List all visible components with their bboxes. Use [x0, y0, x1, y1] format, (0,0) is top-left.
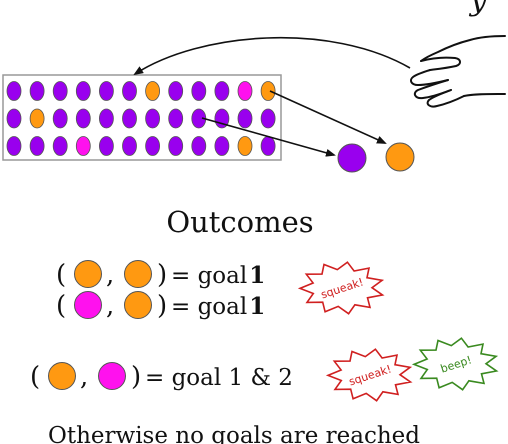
- box-ball: [6, 81, 22, 101]
- box-ball: [214, 81, 230, 101]
- box-ball: [168, 136, 184, 156]
- box-ball: [6, 108, 22, 129]
- outcomes-title: Outcomes: [166, 205, 313, 239]
- box-ball: [260, 108, 276, 129]
- outcome-ball: [74, 260, 102, 288]
- close-paren: ): [157, 260, 167, 290]
- box-ball: [6, 136, 22, 156]
- outcome-ball: [48, 362, 76, 390]
- outcome-row: (,)= goal 1: [56, 260, 265, 290]
- box-ball: [29, 108, 45, 129]
- outcome-row: (,)= goal 1 & 2: [30, 362, 293, 392]
- hand-icon: [409, 35, 506, 108]
- close-paren: ): [131, 362, 141, 392]
- box-ball: [237, 136, 253, 156]
- beep-burst-icon: beep!: [411, 337, 499, 391]
- box-ball: [260, 136, 276, 156]
- box-ball: [168, 81, 184, 101]
- box-ball: [52, 108, 68, 129]
- goal-text: = goal 1 & 2: [145, 365, 293, 391]
- outcome-row: (,)= goal 1: [56, 291, 265, 321]
- drawn-ball: [385, 142, 415, 172]
- top-cut-letter: y: [468, 0, 488, 18]
- squeak-burst-icon: squeak!: [325, 348, 413, 402]
- open-paren: (: [30, 362, 40, 392]
- box-ball: [99, 81, 114, 101]
- box-ball: [122, 108, 137, 129]
- box-ball: [52, 136, 68, 156]
- ball-box: [2, 74, 282, 161]
- box-ball: [29, 136, 45, 156]
- outcome-rows: (,)= goal 1(,)= goal 1(,)= goal 1 & 2squ…: [30, 260, 499, 402]
- box-ball: [122, 81, 137, 101]
- box-balls-group: [6, 81, 276, 156]
- box-ball: [122, 136, 137, 156]
- goal-text: = goal: [171, 263, 247, 289]
- box-ball: [52, 81, 68, 101]
- close-paren: ): [157, 291, 167, 321]
- comma: ,: [106, 260, 114, 290]
- box-ball: [75, 136, 91, 156]
- open-paren: (: [56, 291, 66, 321]
- box-ball: [191, 81, 207, 101]
- box-ball: [145, 108, 161, 129]
- box-ball: [191, 136, 207, 156]
- box-ball: [75, 81, 91, 101]
- outcome-ball: [124, 260, 152, 288]
- box-ball: [75, 108, 91, 129]
- draw-arrow-orange: [269, 90, 387, 144]
- box-ball: [237, 81, 253, 101]
- outcome-ball: [124, 291, 152, 319]
- drawn-balls-group: [337, 142, 415, 173]
- outcome-ball: [98, 362, 126, 390]
- box-ball: [237, 108, 253, 129]
- goal-text: = goal: [171, 294, 247, 320]
- comma: ,: [106, 291, 114, 321]
- box-ball: [214, 136, 230, 156]
- comma: ,: [80, 362, 88, 392]
- box-ball: [145, 136, 161, 156]
- open-paren: (: [56, 260, 66, 290]
- goal-number: 1: [249, 262, 265, 289]
- hand-to-box-arrow: [133, 36, 411, 76]
- drawn-ball: [337, 143, 367, 173]
- goal-number: 1: [249, 293, 265, 320]
- box-ball: [145, 81, 161, 101]
- box-ball: [168, 108, 184, 129]
- draw-arrow-purple: [201, 117, 336, 157]
- box-ball: [29, 81, 45, 101]
- box-ball: [99, 108, 114, 129]
- squeak-burst-icon: squeak!: [297, 261, 385, 315]
- box-ball: [99, 136, 114, 156]
- otherwise-text: Otherwise no goals are reached: [48, 423, 420, 444]
- outcome-ball: [74, 291, 102, 319]
- box-ball: [260, 81, 276, 101]
